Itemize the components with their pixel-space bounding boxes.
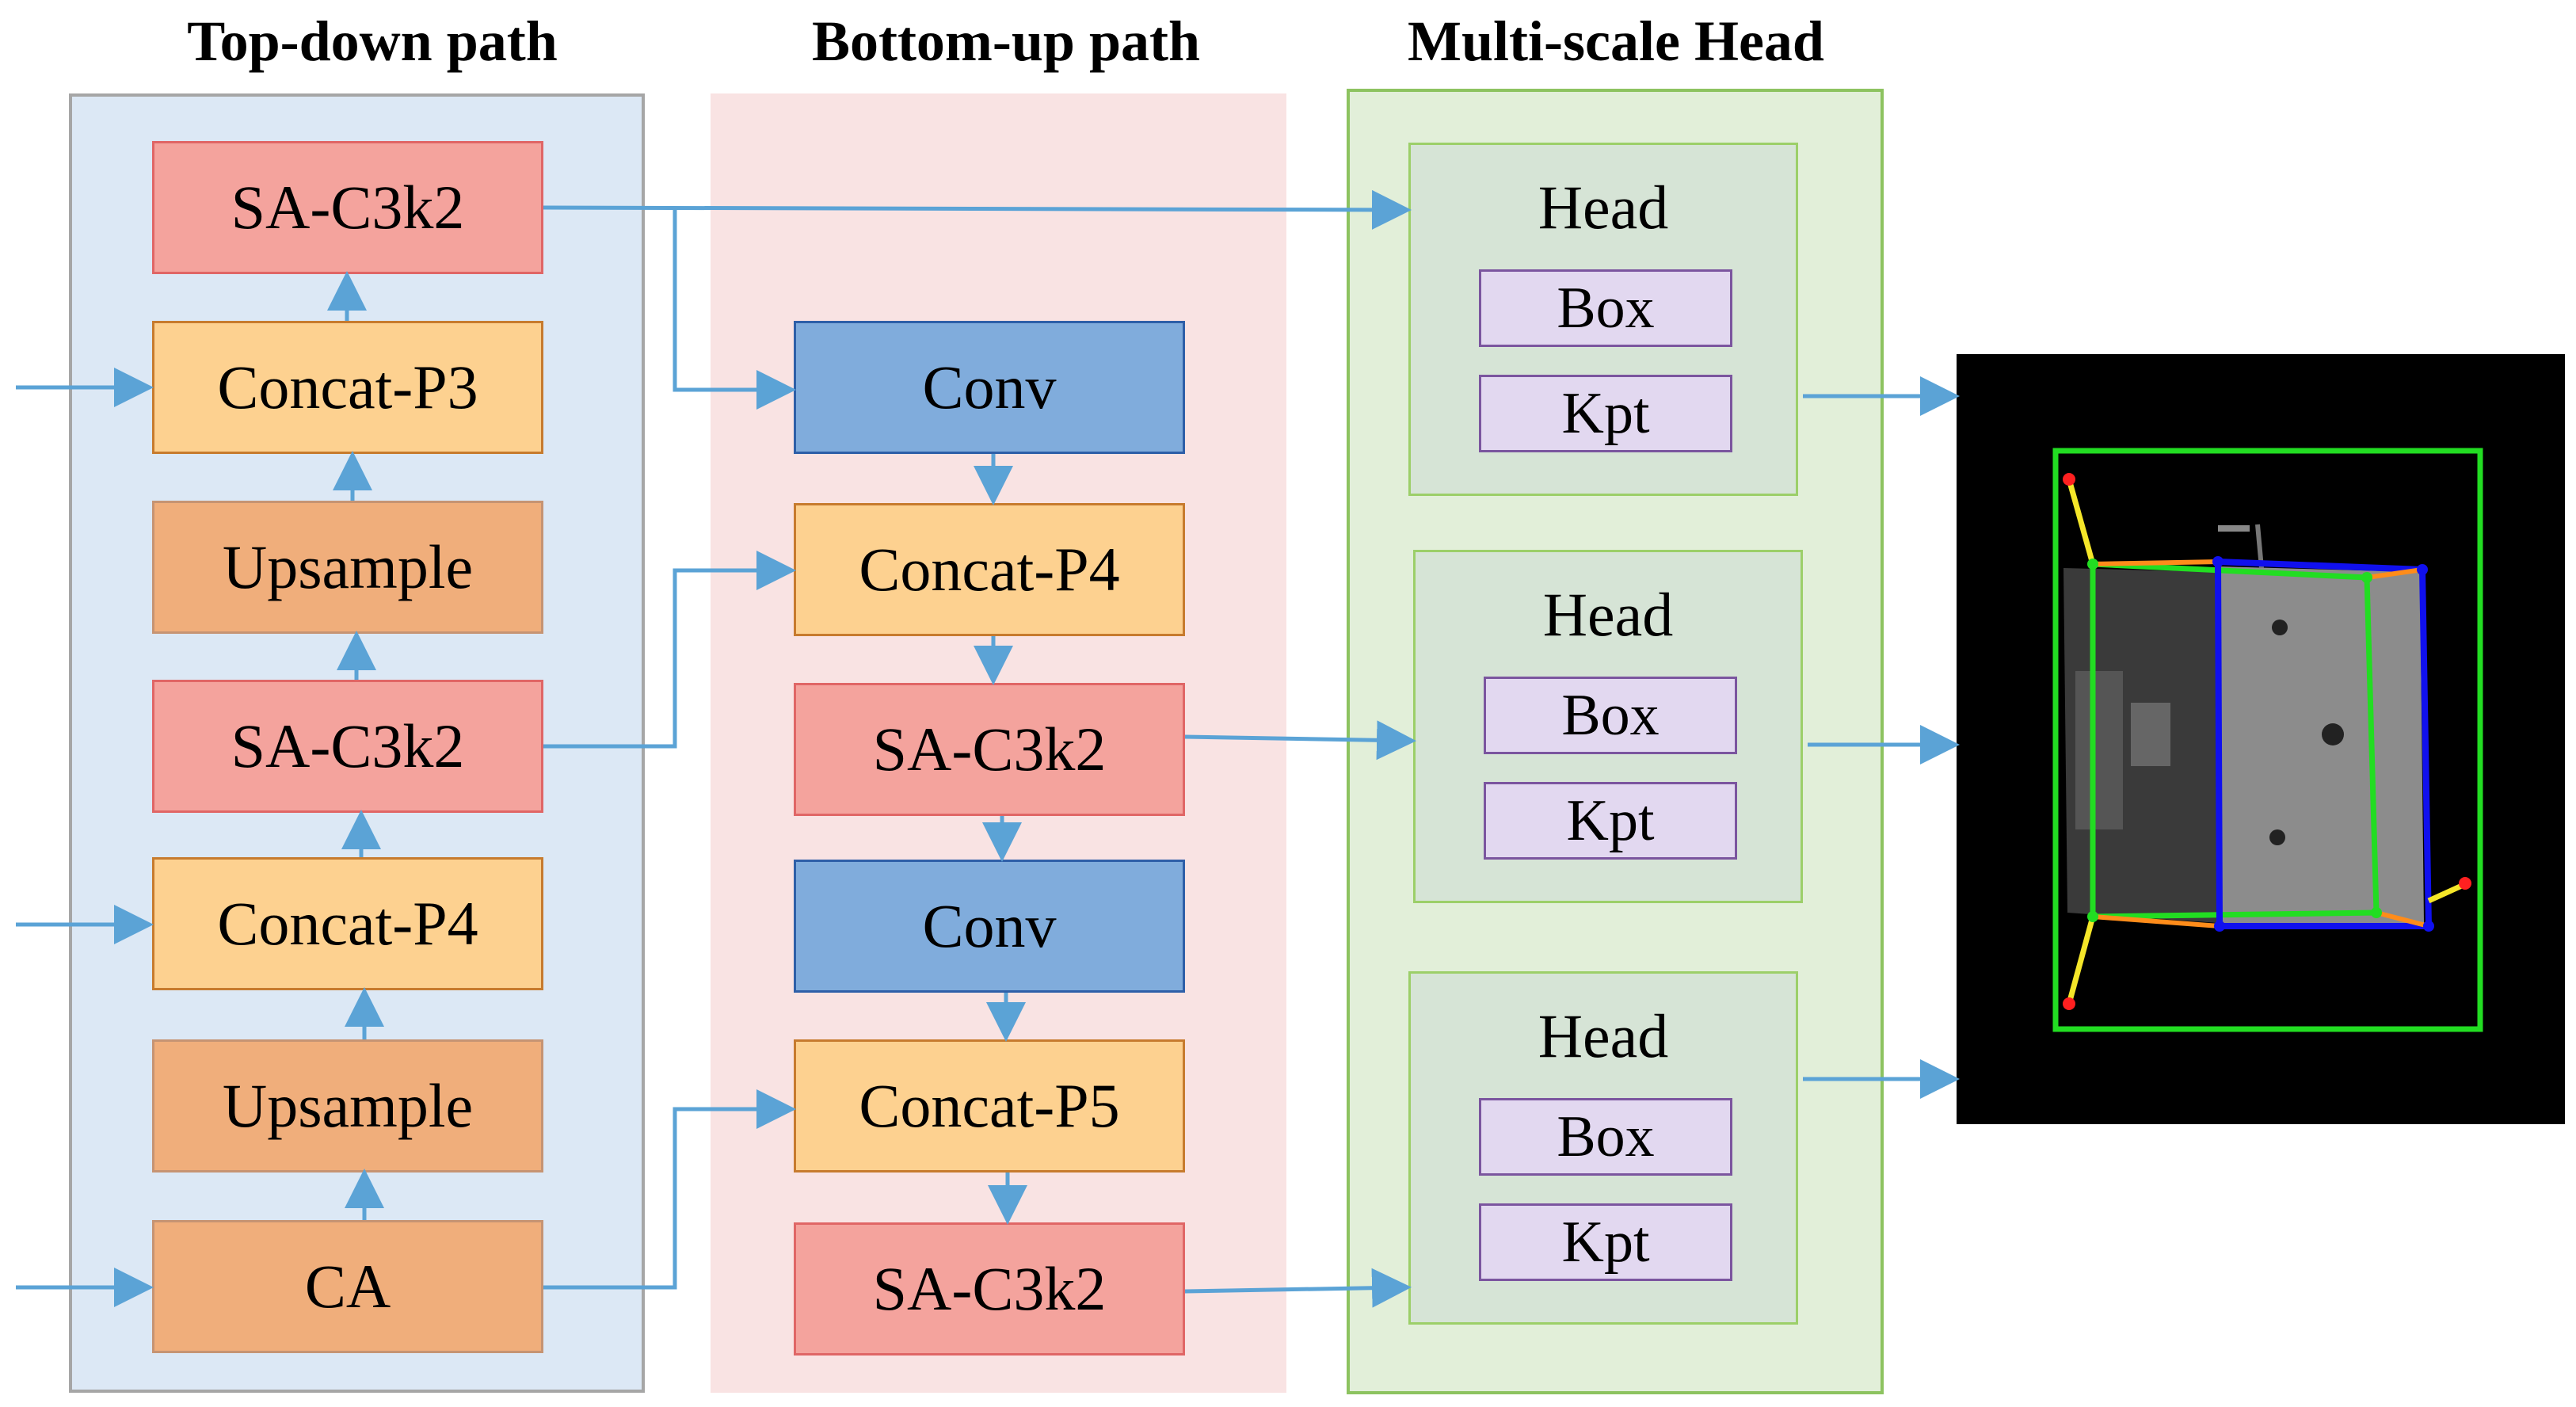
head-3-box: Box [1479,1098,1732,1176]
bottom-up-conv-1: Conv [794,321,1185,454]
arrow-sa-c3k2-1-to-head2 [1184,720,1416,761]
head-3: Head Box Kpt [1408,971,1798,1325]
bbox-outer [2052,448,2483,1032]
head-1-label: Head [1538,173,1669,242]
bottom-up-conv-2: Conv [794,860,1185,993]
top-down-sa-c3k2-mid: SA-C3k2 [152,680,543,813]
top-down-upsample-1: Upsample [152,501,543,634]
head-1: Head Box Kpt [1408,143,1798,496]
title-bottom-up: Bottom-up path [811,10,1201,73]
top-down-concat-p3: Concat-P3 [152,321,543,454]
head-1-box: Box [1479,269,1732,347]
head-2-kpt: Kpt [1484,782,1737,860]
top-down-ca: CA [152,1220,543,1353]
top-down-upsample-2: Upsample [152,1039,543,1172]
head-2-label: Head [1542,580,1674,649]
arrow-sa-c3k2-2-to-head3 [1184,1268,1412,1308]
top-down-concat-p4: Concat-P4 [152,857,543,990]
title-multi-scale-head: Multi-scale Head [1408,10,1824,73]
arrow-mid-sa-c3k2-to-concat-p4 [543,551,796,749]
head-3-label: Head [1538,1001,1669,1070]
head-1-kpt: Kpt [1479,375,1732,452]
arrow-top-sa-c3k2-to-head1 [543,189,1412,230]
head-3-kpt: Kpt [1479,1203,1732,1281]
arrow-ca-to-concat-p5 [543,1089,796,1290]
head-2-box: Box [1484,677,1737,754]
detection-result-image [1957,354,2565,1124]
bottom-up-sa-c3k2-1: SA-C3k2 [794,683,1185,816]
arrow-top-sa-c3k2-to-conv1 [673,209,796,410]
title-top-down: Top-down path [187,10,558,73]
